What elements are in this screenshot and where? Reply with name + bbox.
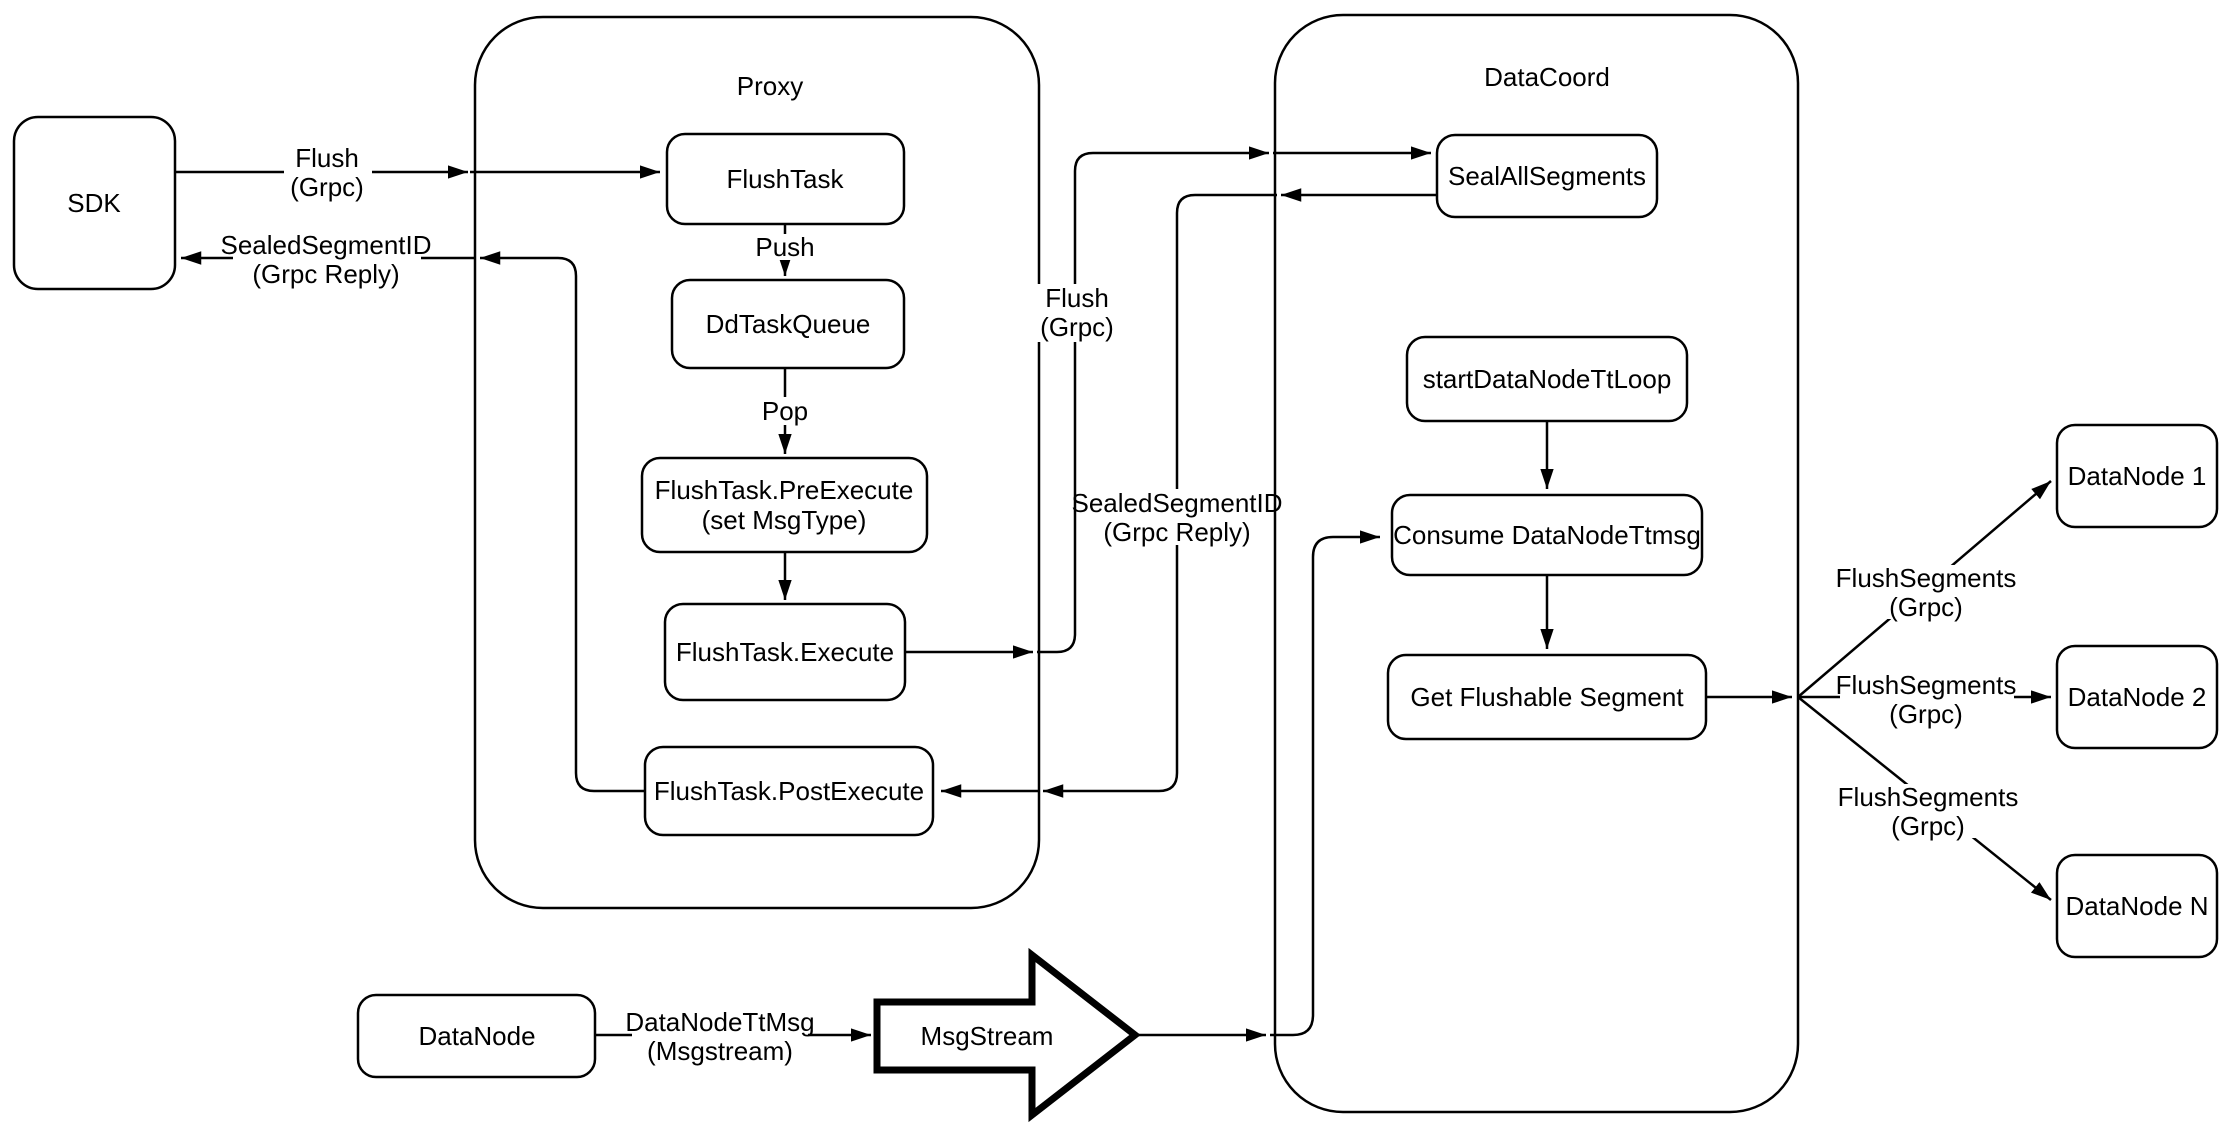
consume-datanodettmsg-box <box>1390 493 1704 577</box>
node-datanode-bottom: DataNode <box>356 993 597 1079</box>
datanode-bottom-label: DataNode <box>418 1021 535 1051</box>
flushsegments3-label-line1: FlushSegments <box>1838 782 2019 812</box>
flushsegments3-label-line2: (Grpc) <box>1891 811 1965 841</box>
edge-label-push: Push <box>753 232 817 262</box>
container-proxy: Proxy <box>473 15 1041 910</box>
flush-mid-label-line1: Flush <box>1045 283 1109 313</box>
postexecute-label: FlushTask.PostExecute <box>654 776 924 806</box>
datacoord-container-title: DataCoord <box>1484 62 1610 92</box>
flushsegments1-label-line1: FlushSegments <box>1836 563 2017 593</box>
datanode2-box <box>2055 644 2219 750</box>
node-ddtaskqueue: DdTaskQueue <box>670 278 906 370</box>
edge-label-flushsegments-1: FlushSegments (Grpc) <box>1836 563 2017 622</box>
node-datanode2: DataNode 2 <box>2055 644 2219 750</box>
edge-flush-grpc-to-datacoord-border <box>1037 146 1269 654</box>
edge-label-flushsegments-2: FlushSegments (Grpc) <box>1836 670 2017 729</box>
pop-label-bg <box>757 397 813 425</box>
edge-label-flush-mid: Flush (Grpc) <box>1033 283 1121 342</box>
edge-label-flushsegments-3: FlushSegments (Grpc) <box>1838 782 2019 841</box>
postexecute-box <box>643 745 935 837</box>
ddtaskqueue-label: DdTaskQueue <box>706 309 871 339</box>
flushsegments2-label-bg <box>1840 672 2014 726</box>
getflushablesegment-box <box>1386 653 1708 741</box>
flushtask-box <box>665 132 906 226</box>
node-postexecute: FlushTask.PostExecute <box>643 745 935 837</box>
startdatanodettloop-box <box>1405 335 1689 423</box>
flush-mid-label-line2: (Grpc) <box>1040 312 1114 342</box>
node-preexecute: FlushTask.PreExecute (set MsgType) <box>640 456 929 554</box>
datanode1-label: DataNode 1 <box>2068 461 2207 491</box>
sealedsegmentid-sdk-label-bg <box>233 231 421 287</box>
msgstream-label: MsgStream <box>921 1021 1054 1051</box>
node-startdatanodettloop: startDataNodeTtLoop <box>1405 335 1689 423</box>
preexecute-label-line2: (set MsgType) <box>702 505 867 535</box>
startdatanodettloop-label: startDataNodeTtLoop <box>1423 364 1672 394</box>
preexecute-box <box>640 456 929 554</box>
node-msgstream: MsgStream <box>873 947 1141 1123</box>
datanode2-label: DataNode 2 <box>2068 682 2207 712</box>
execute-label: FlushTask.Execute <box>676 637 894 667</box>
flushsegments1-label-line2: (Grpc) <box>1889 592 1963 622</box>
node-getflushablesegment: Get Flushable Segment <box>1386 653 1708 741</box>
sealedsegmentid-sdk-label-line1: SealedSegmentID <box>220 230 431 260</box>
proxy-container-title: Proxy <box>737 71 803 101</box>
node-sdk: SDK <box>12 115 177 291</box>
edge-postexecute-to-proxy-border <box>480 251 645 793</box>
sealallsegments-label: SealAllSegments <box>1448 161 1646 191</box>
node-flushtask: FlushTask <box>665 132 906 226</box>
edge-label-sealedsegmentid-mid: SealedSegmentID (Grpc Reply) <box>1071 488 1282 547</box>
flush-sdk-label-line2: (Grpc) <box>290 172 364 202</box>
sealallsegments-box <box>1435 133 1659 219</box>
flushsegments3-label-bg <box>1842 784 2016 838</box>
consume-datanodettmsg-label: Consume DataNodeTtmsg <box>1393 520 1701 550</box>
datanodettmsg-label-bg <box>632 1008 808 1064</box>
sealedsegmentid-mid-label-line2: (Grpc Reply) <box>1103 517 1250 547</box>
sdk-label: SDK <box>67 188 121 218</box>
flush-sdk-label-bg <box>284 144 372 202</box>
preexecute-label-line1: FlushTask.PreExecute <box>655 475 914 505</box>
edge-label-flush-sdk: Flush (Grpc) <box>284 143 372 202</box>
node-consume-datanodettmsg: Consume DataNodeTtmsg <box>1390 493 1704 577</box>
flush-sdk-label-line1: Flush <box>295 143 359 173</box>
push-label-bg <box>753 234 817 260</box>
proxy-container-box <box>473 15 1041 910</box>
sealedsegmentid-mid-label-line1: SealedSegmentID <box>1071 488 1282 518</box>
datacoord-container-box <box>1273 13 1800 1114</box>
flushtask-label: FlushTask <box>726 164 844 194</box>
datanodettmsg-label-line1: DataNodeTtMsg <box>625 1007 814 1037</box>
sealedsegmentid-sdk-label-line2: (Grpc Reply) <box>252 259 399 289</box>
datanoden-box <box>2055 853 2219 959</box>
edge-msgstream-to-consume <box>1270 530 1380 1037</box>
container-datacoord: DataCoord <box>1273 13 1800 1114</box>
ddtaskqueue-box <box>670 278 906 370</box>
sdk-box <box>12 115 177 291</box>
push-label: Push <box>755 232 814 262</box>
node-datanoden: DataNode N <box>2055 853 2219 959</box>
datanodettmsg-label-line2: (Msgstream) <box>647 1036 793 1066</box>
flushsegments2-label-line2: (Grpc) <box>1889 699 1963 729</box>
node-execute: FlushTask.Execute <box>663 602 907 702</box>
edge-label-sealedsegmentid-sdk: SealedSegmentID (Grpc Reply) <box>220 230 431 289</box>
execute-box <box>663 602 907 702</box>
msgstream-block-arrow <box>873 947 1141 1123</box>
sealedsegmentid-mid-label-bg <box>1084 489 1272 545</box>
flush-mid-label-bg <box>1033 284 1121 342</box>
node-datanode1: DataNode 1 <box>2055 423 2219 529</box>
getflushablesegment-label: Get Flushable Segment <box>1410 682 1684 712</box>
datanode-bottom-box <box>356 993 597 1079</box>
edge-label-pop: Pop <box>757 396 813 426</box>
flushsegments2-label-line1: FlushSegments <box>1836 670 2017 700</box>
datanoden-label: DataNode N <box>2065 891 2208 921</box>
node-sealallsegments: SealAllSegments <box>1435 133 1659 219</box>
flushsegments1-label-bg <box>1840 565 2014 619</box>
datanode1-box <box>2055 423 2219 529</box>
pop-label: Pop <box>762 396 808 426</box>
edge-label-datanodettmsg: DataNodeTtMsg (Msgstream) <box>625 1007 814 1066</box>
